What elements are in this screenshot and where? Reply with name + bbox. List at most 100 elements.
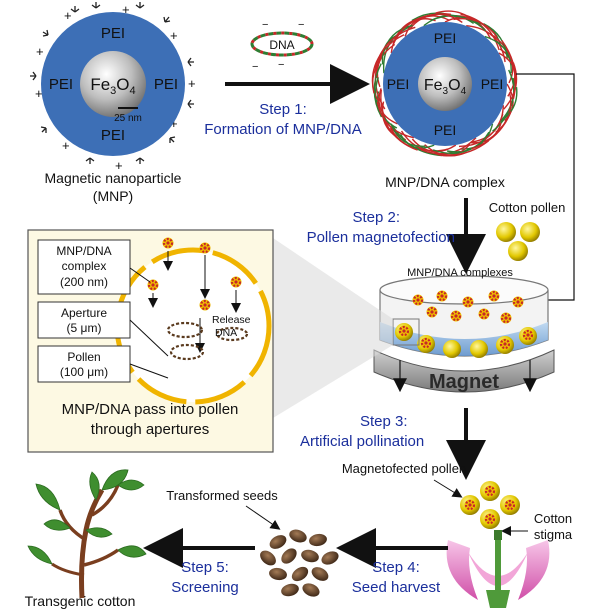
transgenic-cotton-plant [27,469,147,599]
dna-plasmid: DNA − − − − [250,19,314,73]
release-label-line2: DNA [215,327,237,339]
dna-strand [411,12,461,22]
complex-pei-bottom: PEI [434,122,457,138]
svg-text:−: − [298,19,304,31]
dna-strand [433,143,471,157]
magnet-label: Magnet [429,371,499,393]
dna-strand [471,111,512,150]
complex-core [418,57,472,111]
complex-pei-top: PEI [434,30,457,46]
step4-text: Seed harvest [352,579,441,596]
dish-complex-marker [435,289,449,303]
box-pollen-line2: (100 μm) [60,365,108,379]
magnet-field-arrows [393,360,537,393]
inset-dna-strands [166,321,249,361]
mnp-caption-line2: (MNP) [93,188,133,204]
dna-strand [376,101,415,139]
dna-strand [373,63,383,118]
dna-strand [453,18,498,38]
release-label-line1: Release [212,314,251,326]
dish-complexes-label: MNP/DNA complexes [407,267,513,279]
step3-text: Artificial pollination [300,433,424,450]
svg-text:+: + [170,28,178,43]
box-complex-line1: MNP/DNA [56,244,111,258]
svg-text:+: + [62,138,70,153]
svg-text:+: + [122,2,130,17]
fe3o4-core [80,51,146,117]
stigma-label-line2: stigma [534,527,573,542]
core-label: Fe3O4 [90,75,135,97]
cotton-flower [446,530,550,608]
complex-pei-right: PEI [481,76,504,92]
label-box-aperture [37,301,131,339]
svg-text:+: + [170,116,178,131]
dish-complex-marker [461,295,475,309]
pei-label-left: PEI [49,76,73,93]
seed-pile [260,529,339,597]
dna-strand [378,88,398,125]
step3-title: Step 3: [360,413,408,430]
mnp-caption-line1: Magnetic nanoparticle [45,170,182,186]
dna-strand [382,24,413,56]
inset-flow-arrows [148,251,241,353]
dish-complex-marker [511,295,525,309]
dna-strand [500,87,518,123]
dna-strand [396,13,451,37]
step1-text: Formation of MNP/DNA [204,121,362,138]
magnet-block: Magnet [373,349,555,393]
pei-label-top: PEI [101,25,125,42]
dish-pollen-row [395,323,537,358]
dna-strand [432,139,485,155]
svg-text:+: + [35,86,43,101]
seeds-pointer [245,505,281,530]
pei-label-bottom: PEI [101,127,125,144]
mnp-particle: ++ ++ ++ ++ + PEI PEI PEI PEI Fe3O4 25 n… [30,2,196,173]
dish-complex-marker [411,293,425,307]
svg-text:−: − [252,61,258,73]
transgenic-label: Transgenic cotton [25,593,136,609]
scale-label: 25 nm [114,113,142,124]
dish-complex-marker [449,309,463,323]
inset-leader-lines [129,267,169,379]
dna-strand [430,15,487,32]
cotton-pollen-grains [496,222,540,261]
dna-strand [458,113,504,148]
mnp-dna-complex: PEI PEI PEI PEI Fe3O4 [371,10,518,157]
step5-text: Screening [171,579,239,596]
dish-complex-marker [499,311,513,325]
stigma-label-line1: Cotton [534,511,572,526]
dna-strand [498,52,517,86]
step4-title: Step 4: [372,559,420,576]
pei-label-right: PEI [154,76,178,93]
svg-text:+: + [188,76,196,91]
dna-strand [399,133,435,149]
complex-pei-left: PEI [387,76,410,92]
dna-strand [400,130,448,152]
zoom-projection [273,238,393,418]
dish-complex-marker [425,305,439,319]
label-box-complex [37,239,131,295]
transformed-seeds-label: Transformed seeds [166,488,278,503]
inset-caption-line2: through apertures [91,421,209,438]
inset-panel: Release DNA MNP/DNA complex (200 nm) Ape… [27,229,274,453]
complex-core-label: Fe3O4 [424,77,467,97]
complex-caption: MNP/DNA complex [385,174,505,190]
charge-signs: ++ ++ ++ ++ + [35,2,196,173]
step2-text: Pollen magnetofection [307,229,455,246]
box-complex-line2: complex [62,259,107,273]
dna-mesh [371,10,518,157]
petri-dish [379,275,549,357]
svg-text:−: − [278,59,284,71]
svg-text:+: + [115,158,123,173]
box-pollen-line1: Pollen [67,350,100,364]
inset-pollen-wall [114,247,272,405]
dish-complex-marker [487,289,501,303]
dna-label: DNA [269,38,294,52]
step1-title: Step 1: [259,101,307,118]
svg-text:+: + [36,44,44,59]
cotton-pollen-label: Cotton pollen [489,200,566,215]
magnetofected-label: Magnetofected pollen [342,461,466,476]
label-box-pollen [37,345,131,383]
box-aperture-line1: Aperture [61,306,107,320]
